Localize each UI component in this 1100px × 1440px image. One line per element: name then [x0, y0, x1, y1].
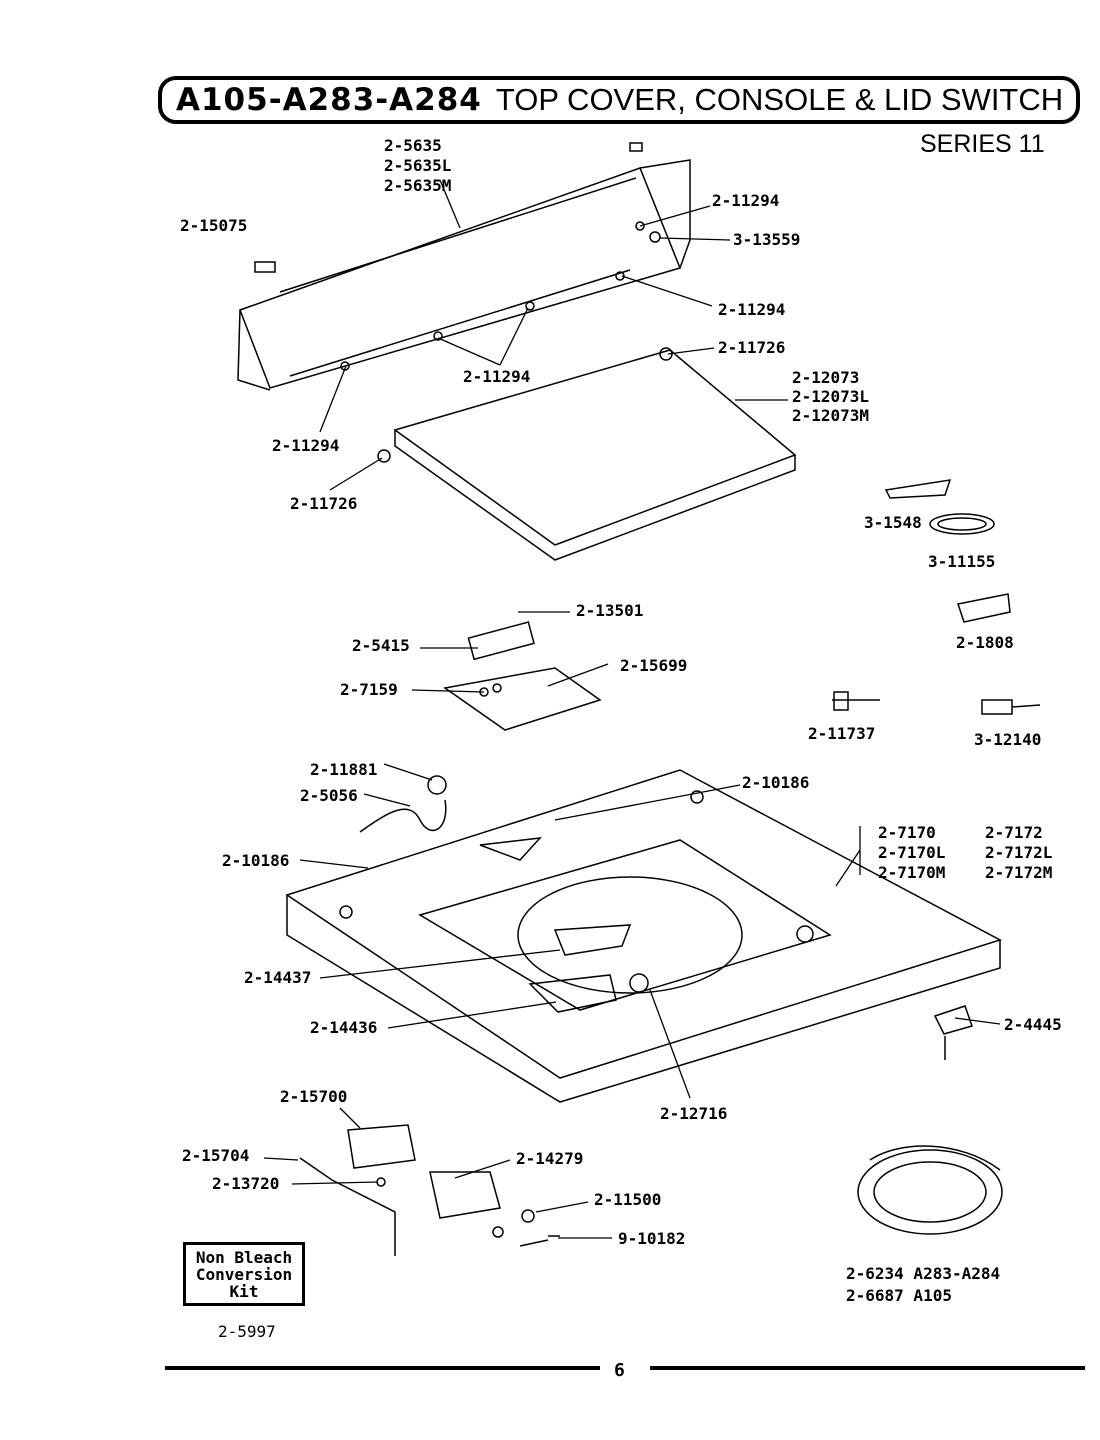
hardware-drawing: [340, 221, 661, 371]
part-2-11294-left: 2-11294: [272, 436, 340, 455]
top-cover-part-3: 2-7170M: [878, 863, 946, 882]
part-2-5056: 2-5056: [300, 786, 358, 805]
part-3-1548: 3-1548: [864, 513, 922, 532]
page-number: 6: [614, 1360, 625, 1381]
part-2-11294-right: 2-11294: [718, 300, 786, 319]
harness-part-2: 2-6687 A105: [846, 1286, 952, 1305]
top-cover-part-6: 2-7172M: [985, 863, 1053, 882]
part-2-11737: 2-11737: [808, 724, 876, 743]
part-2-14437: 2-14437: [244, 968, 312, 987]
console-part-2: 2-5635L: [384, 156, 452, 175]
page-title: TOP COVER, CONSOLE & LID SWITCH: [495, 82, 1064, 117]
top-cover-part-5: 2-7172L: [985, 843, 1053, 862]
top-cover-part-numbers-2: 2-7172 2-7172L 2-7172M: [985, 825, 1052, 881]
kit-part-number: 2-5997: [218, 1322, 276, 1341]
part-2-15700: 2-15700: [280, 1087, 348, 1106]
part-2-15075: 2-15075: [180, 216, 248, 235]
harness-part-1: 2-6234 A283-A284: [846, 1264, 1001, 1283]
top-cover-drawing: [285, 769, 1002, 1103]
lid-drawing: [377, 347, 797, 561]
lid-part-1: 2-12073: [792, 368, 860, 387]
title-box: A105-A283-A284 TOP COVER, CONSOLE & LID …: [158, 76, 1080, 124]
console-part-3: 2-5635M: [384, 176, 452, 195]
top-cover-part-numbers-1: 2-7170 2-7170L 2-7170M: [878, 825, 945, 881]
top-cover-part-2: 2-7170L: [878, 843, 946, 862]
part-2-12716: 2-12716: [660, 1104, 728, 1123]
part-2-11726-right: 2-11726: [718, 338, 786, 357]
console-drawing: [237, 142, 691, 391]
kit-line-3: Kit: [229, 1281, 259, 1301]
part-2-15699: 2-15699: [620, 656, 688, 675]
part-2-15704: 2-15704: [182, 1146, 250, 1165]
part-2-11726-left: 2-11726: [290, 494, 358, 513]
part-2-4445: 2-4445: [1004, 1015, 1062, 1034]
part-2-13501: 2-13501: [576, 601, 644, 620]
part-2-10186-right: 2-10186: [742, 773, 810, 792]
part-3-11155: 3-11155: [928, 552, 996, 571]
switch-bracket-drawing: [443, 621, 602, 731]
part-2-14436: 2-14436: [310, 1018, 378, 1037]
part-2-11294-top: 2-11294: [712, 191, 780, 210]
model-numbers: A105-A283-A284: [176, 82, 482, 118]
part-2-11294-mid: 2-11294: [463, 367, 531, 386]
part-3-13559: 3-13559: [733, 230, 801, 249]
console-part-numbers: 2-5635 2-5635L 2-5635M: [384, 138, 451, 194]
kit-line-1: Non Bleach: [195, 1247, 293, 1267]
part-2-5415: 2-5415: [352, 636, 410, 655]
top-cover-part-4: 2-7172: [985, 823, 1043, 842]
part-9-10182: 9-10182: [618, 1229, 686, 1248]
part-2-1808: 2-1808: [956, 633, 1014, 652]
series-label: SERIES 11: [920, 130, 1045, 158]
console-part-1: 2-5635: [384, 136, 442, 155]
lid-part-2: 2-12073L: [792, 387, 870, 406]
part-2-14279: 2-14279: [516, 1149, 584, 1168]
part-2-7159: 2-7159: [340, 680, 398, 699]
lid-part-numbers: 2-12073 2-12073L 2-12073M: [792, 370, 869, 424]
part-2-11500: 2-11500: [594, 1190, 662, 1209]
part-2-13720: 2-13720: [212, 1174, 280, 1193]
part-2-10186-left: 2-10186: [222, 851, 290, 870]
lid-part-3: 2-12073M: [792, 406, 870, 425]
top-cover-part-1: 2-7170: [878, 823, 936, 842]
part-3-12140: 3-12140: [974, 730, 1042, 749]
part-2-11881: 2-11881: [310, 760, 378, 779]
harness-part-numbers: 2-6234 A283-A284 2-6687 A105: [846, 1266, 1000, 1304]
kit-line-2: Conversion: [195, 1264, 293, 1284]
non-bleach-kit-box: Non Bleach Conversion Kit: [183, 1242, 305, 1306]
